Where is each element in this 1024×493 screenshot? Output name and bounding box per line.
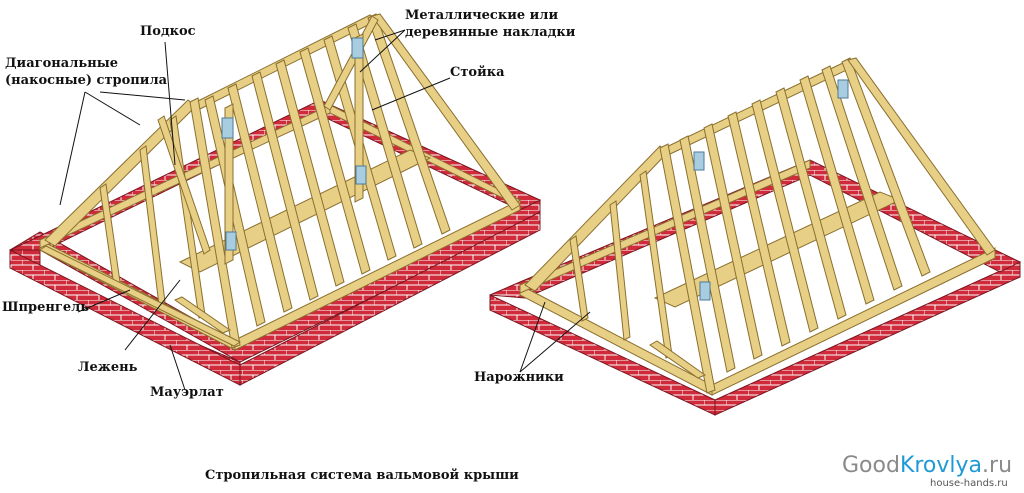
left-brick-right: [239, 211, 541, 386]
label-diagonal-rafters-line1: Диагональные: [5, 56, 119, 71]
right-narozhniki: [569, 170, 673, 359]
watermark-subtext: house-hands.ru: [930, 478, 1008, 489]
right-rafters: [679, 57, 931, 373]
label-metal-plates-line2: деревянные накладки: [405, 25, 576, 40]
right-brick-right: [714, 261, 1021, 416]
label-metal-plates-line1: Металлические или: [405, 8, 559, 23]
left-metal-plates: [221, 37, 367, 251]
right-brick-front: [489, 294, 716, 416]
left-roof-frame: [9, 13, 542, 386]
right-metal-plates: [693, 79, 849, 301]
right-roof-frame: [489, 57, 1022, 416]
right-hip-rafters: [524, 57, 996, 394]
label-diagonal-rafters-line2: (накосные) стропила: [5, 73, 168, 88]
left-podkos: [157, 115, 211, 255]
site-watermark: GoodKrovlya.ru: [842, 453, 1012, 478]
leader-lines: [59, 29, 591, 391]
left-shprengel: [39, 245, 241, 347]
label-stoyka: Стойка: [450, 65, 505, 80]
label-narozhniki: Нарожники: [474, 370, 564, 385]
label-podkos: Подкос: [140, 24, 196, 39]
watermark-krovlya: Krovlya: [899, 453, 983, 478]
watermark-good: Good: [842, 453, 900, 478]
watermark-ru: .ru: [982, 453, 1013, 478]
left-hip-rafters: [44, 13, 521, 349]
diagram-caption: Стропильная система вальмовой крыши: [205, 468, 519, 483]
right-shprengel: [649, 340, 707, 379]
right-mauerlat: [519, 159, 996, 396]
label-shprengel: Шпренгель: [2, 300, 90, 315]
label-mauerlat: Мауэрлат: [150, 385, 224, 400]
label-lezhen: Лежень: [78, 360, 138, 375]
left-stoyka: [224, 33, 364, 265]
